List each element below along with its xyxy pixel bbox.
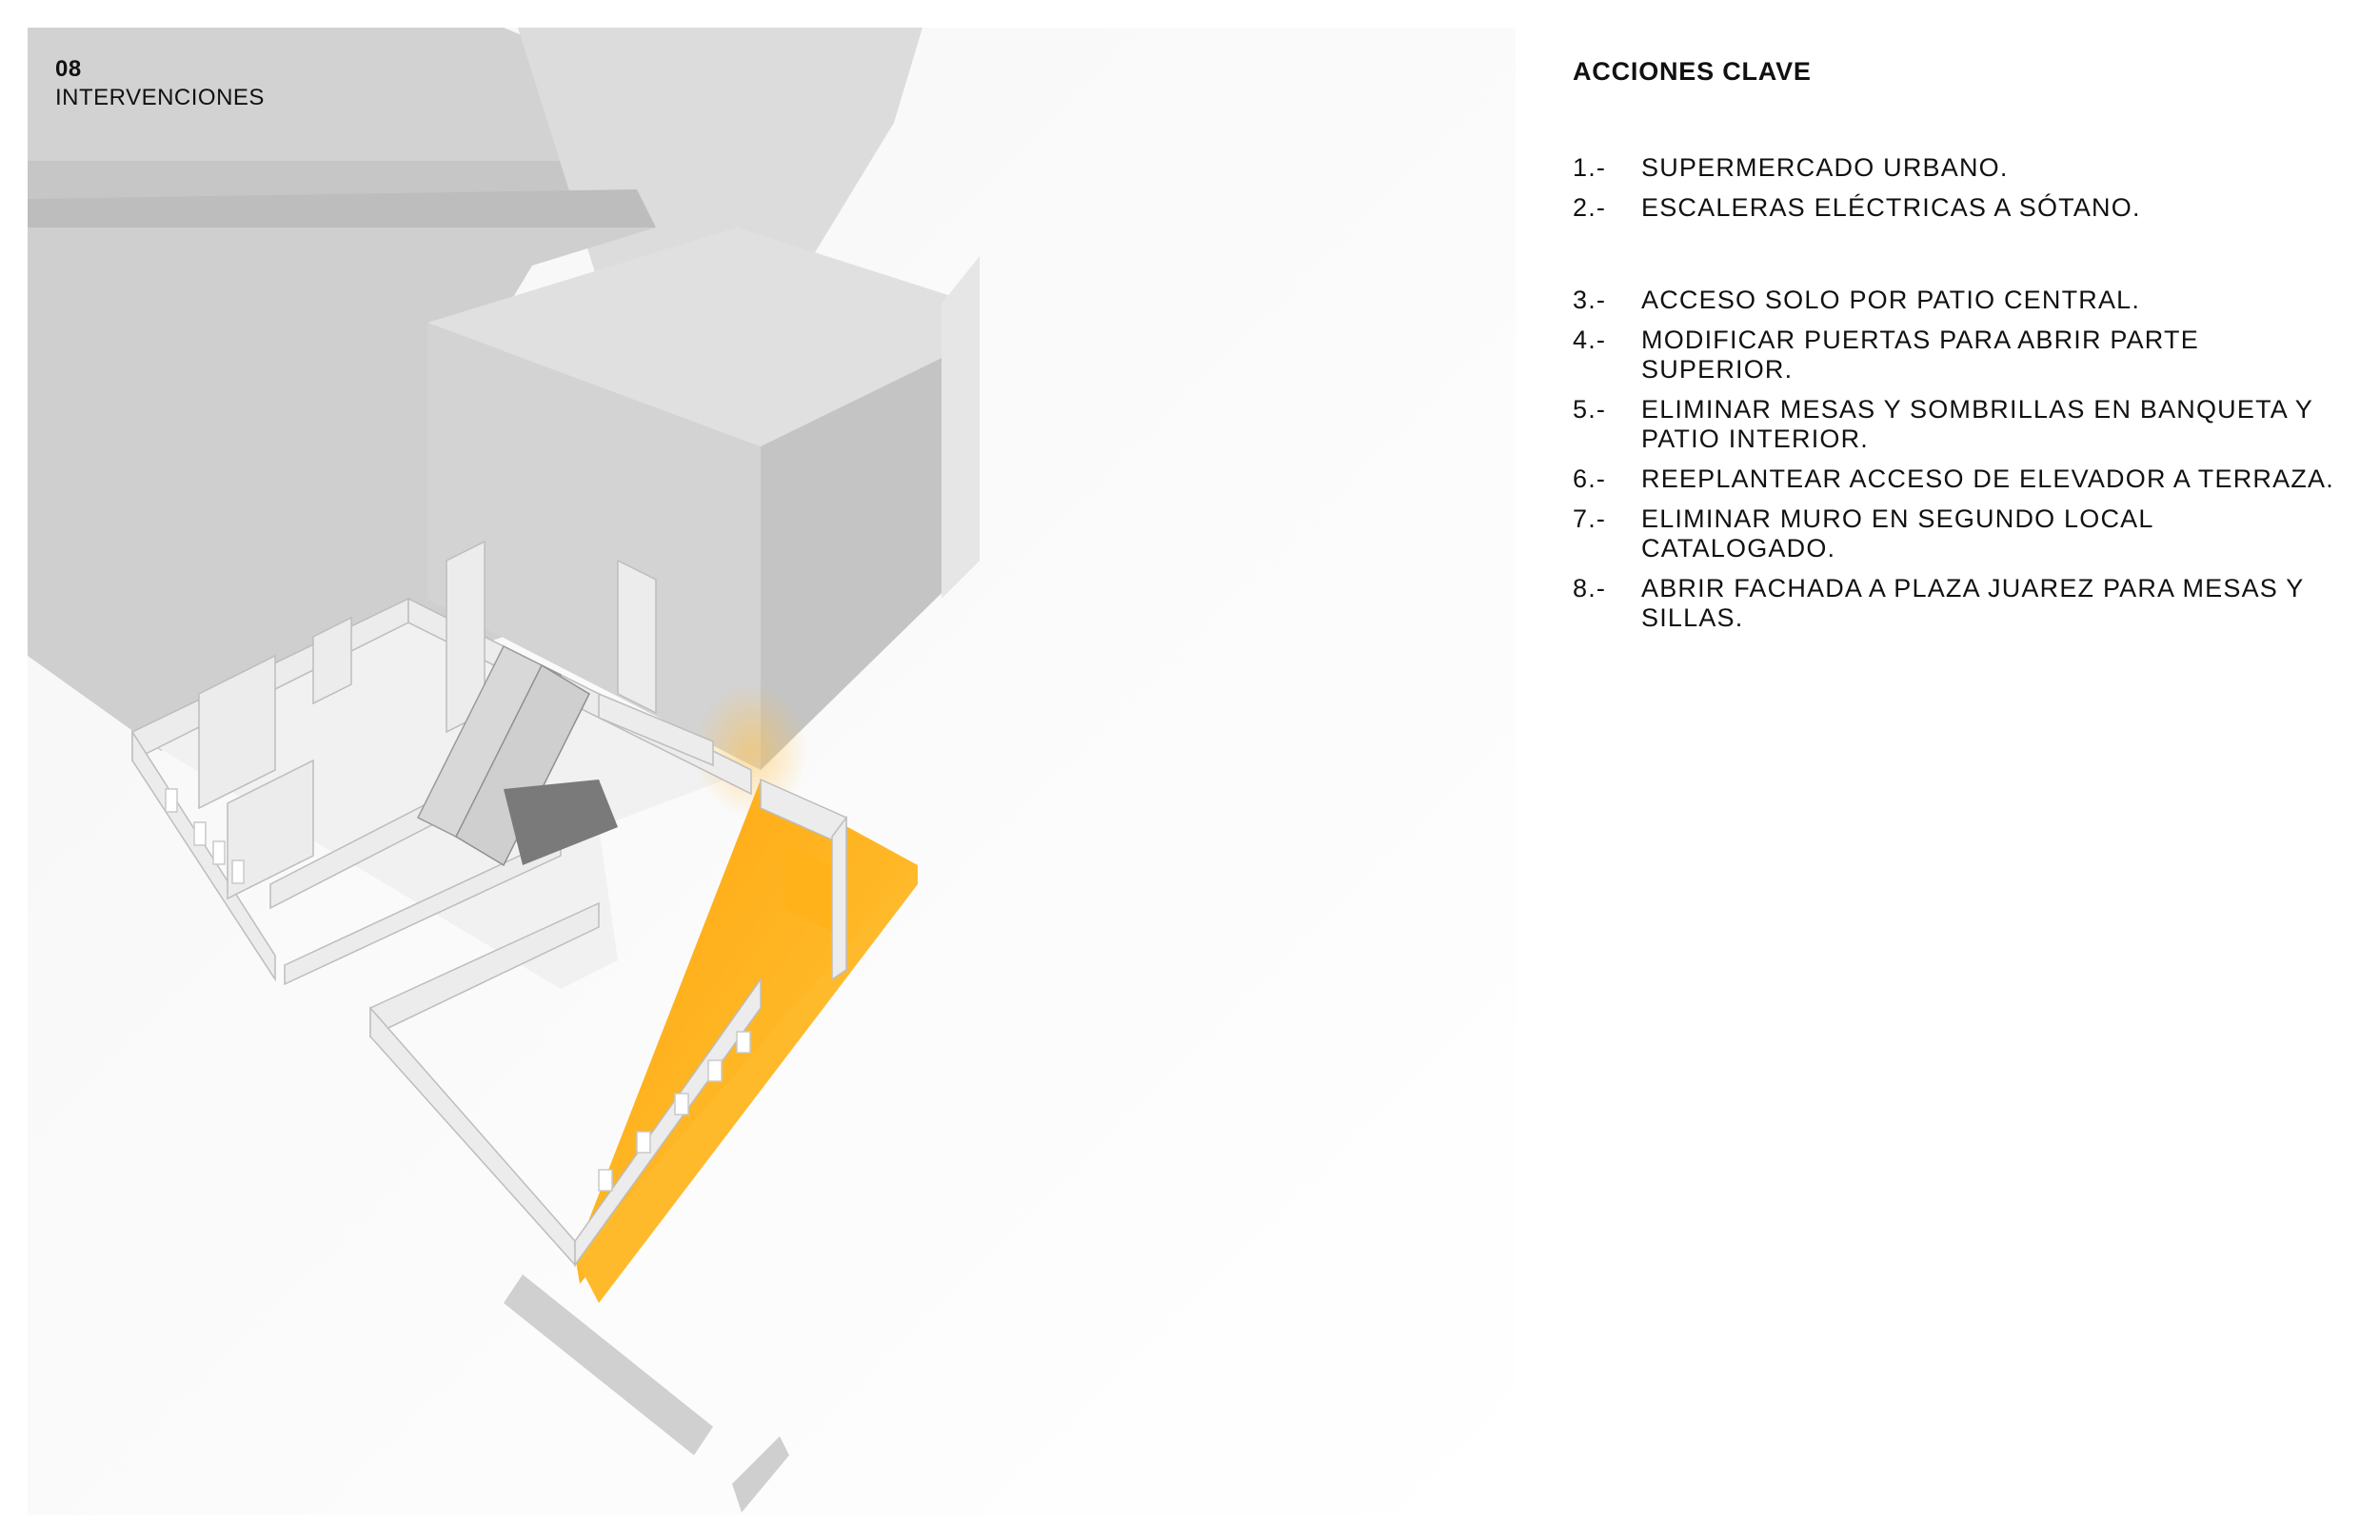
escalators [416, 644, 618, 867]
basement-void [504, 780, 618, 865]
action-text: ESCALERAS ELÉCTRICAS A SÓTANO. [1641, 193, 2141, 222]
action-number: 3.- [1573, 286, 1607, 314]
action-item-2: 2.- ESCALERAS ELÉCTRICAS A SÓTANO. [1573, 193, 2353, 223]
axonometric-render [28, 28, 1516, 1515]
action-number: 1.- [1573, 153, 1607, 182]
action-text: ELIMINAR MURO EN SEGUNDO LOCAL CATALOGAD… [1641, 504, 2153, 563]
action-number: 4.- [1573, 326, 1607, 354]
curb-right [732, 1436, 789, 1512]
action-number: 7.- [1573, 504, 1607, 533]
action-item-3: 3.- ACCESO SOLO POR PATIO CENTRAL. [1573, 286, 2353, 315]
right-edge-block [942, 256, 980, 599]
right-block-front [427, 323, 761, 770]
page-number: 08 [55, 56, 82, 82]
action-item-5: 5.- ELIMINAR MESAS Y SOMBRILLAS EN BANQU… [1573, 395, 2353, 454]
right-block-top [427, 227, 975, 446]
massing-roof [28, 28, 646, 161]
tower-top [518, 28, 922, 342]
action-item-6: 6.- REEPLANTEAR ACCESO DE ELEVADOR A TER… [1573, 464, 2353, 494]
curb-left [504, 1274, 713, 1455]
action-text: SUPERMERCADO URBANO. [1641, 153, 2009, 182]
right-block-side [761, 342, 975, 770]
section-title: INTERVENCIONES [55, 85, 265, 110]
action-group-2: 3.- ACCESO SOLO POR PATIO CENTRAL. 4.- M… [1573, 286, 2353, 633]
page-header: 08 INTERVENCIONES [55, 55, 265, 112]
action-item-7: 7.- ELIMINAR MURO EN SEGUNDO LOCAL CATAL… [1573, 504, 2353, 563]
action-text: ELIMINAR MESAS Y SOMBRILLAS EN BANQUETA … [1641, 395, 2313, 453]
action-text: REEPLANTEAR ACCESO DE ELEVADOR A TERRAZA… [1641, 464, 2334, 493]
action-number: 2.- [1573, 193, 1607, 222]
action-text: ACCESO SOLO POR PATIO CENTRAL. [1641, 286, 2141, 314]
action-item-1: 1.- SUPERMERCADO URBANO. [1573, 153, 2353, 183]
left-block-top-edge [28, 189, 656, 227]
elevator-highlight [784, 841, 832, 932]
action-number: 6.- [1573, 464, 1607, 493]
action-item-8: 8.- ABRIR FACHADA A PLAZA JUAREZ PARA ME… [1573, 574, 2353, 633]
action-number: 5.- [1573, 395, 1607, 424]
facade-windows [165, 788, 751, 1192]
action-group-1: 1.- SUPERMERCADO URBANO. 2.- ESCALERAS E… [1573, 153, 2353, 223]
action-text: MODIFICAR PUERTAS PARA ABRIR PARTE SUPER… [1641, 326, 2199, 384]
action-item-4: 4.- MODIFICAR PUERTAS PARA ABRIR PARTE S… [1573, 326, 2353, 385]
action-number: 8.- [1573, 574, 1607, 602]
key-actions-panel: ACCIONES CLAVE 1.- SUPERMERCADO URBANO. … [1573, 57, 2353, 696]
action-text: ABRIR FACHADA A PLAZA JUAREZ PARA MESAS … [1641, 574, 2304, 632]
light-glow [694, 684, 808, 818]
building-axonometric [28, 28, 1516, 1515]
key-actions-title: ACCIONES CLAVE [1573, 57, 1812, 86]
